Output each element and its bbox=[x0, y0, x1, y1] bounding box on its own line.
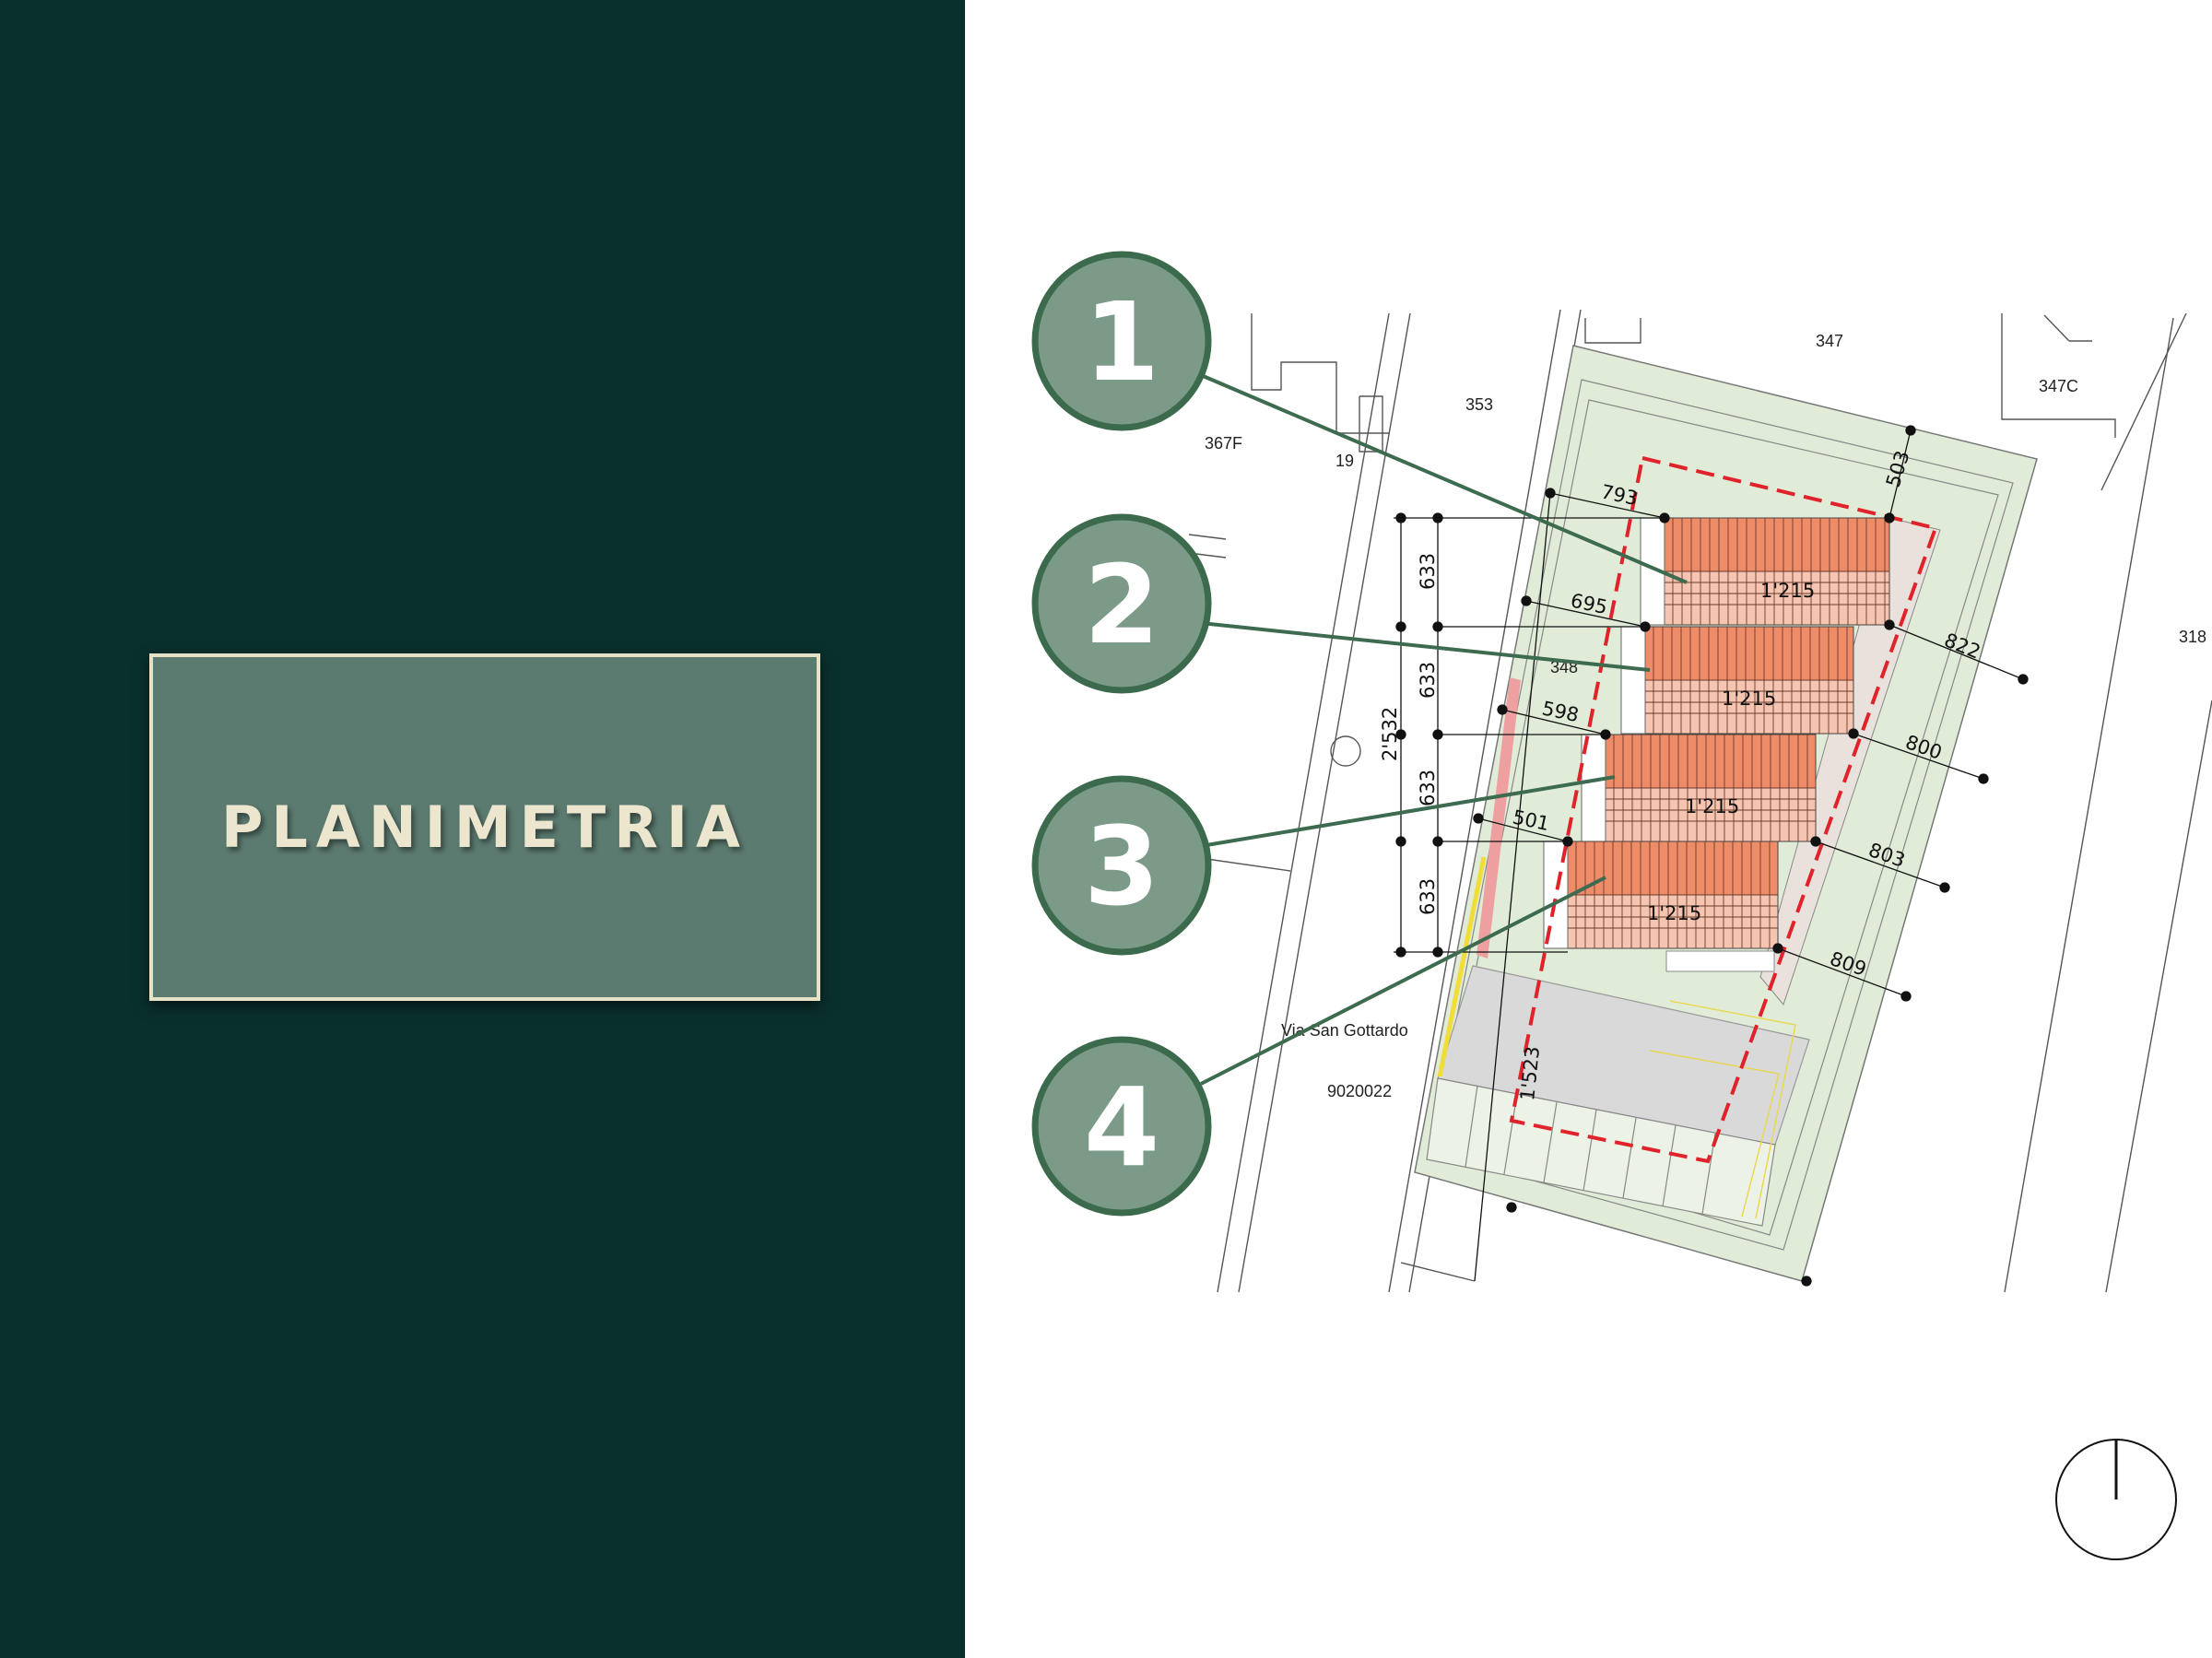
parcel-label: 318 bbox=[2179, 628, 2206, 646]
building-boundary bbox=[1509, 455, 1938, 1164]
callout-badge-2: 2 bbox=[1031, 513, 1212, 694]
width-label: 633 bbox=[1417, 553, 1439, 590]
dimension-lines bbox=[1394, 425, 2029, 1287]
house-unit-2 bbox=[1620, 626, 1854, 735]
street-label: Via San Gottardo bbox=[1281, 1021, 1408, 1040]
callout-badge-1: 1 bbox=[1031, 251, 1212, 431]
callout-number: 4 bbox=[1084, 1064, 1159, 1191]
total-width-label: 2'532 bbox=[1379, 707, 1401, 761]
width-label: 633 bbox=[1417, 878, 1439, 915]
callout-lines bbox=[1200, 373, 1688, 1086]
left-panel: PLANIMETRIA bbox=[0, 0, 965, 1658]
row-houses bbox=[1543, 517, 1890, 949]
parcel-label: 353 bbox=[1465, 395, 1493, 414]
callout-number: 2 bbox=[1084, 541, 1159, 668]
parcel-label: 367F bbox=[1205, 434, 1242, 453]
width-label: 633 bbox=[1417, 662, 1439, 699]
unit-depth-labels: 1'215 1'215 1'215 1'215 bbox=[1647, 580, 1815, 924]
parcel-label: 9020022 bbox=[1327, 1082, 1392, 1100]
house-unit-3 bbox=[1581, 734, 1817, 842]
page-title: PLANIMETRIA bbox=[220, 794, 749, 861]
unit-depth-label: 1'215 bbox=[1647, 902, 1701, 924]
house-unit-1 bbox=[1640, 517, 1890, 626]
width-label: 633 bbox=[1417, 770, 1439, 806]
parcel-label: 19 bbox=[1335, 452, 1354, 470]
unit-depth-label: 1'215 bbox=[1685, 795, 1739, 817]
title-box: PLANIMETRIA bbox=[149, 653, 820, 1001]
unit-depth-label: 1'215 bbox=[1760, 580, 1815, 602]
house-unit-4 bbox=[1543, 841, 1779, 949]
parcel-label: 347C bbox=[2039, 377, 2078, 395]
parking-area bbox=[1426, 677, 1810, 1227]
parcel-label: 347 bbox=[1816, 332, 1843, 350]
site-plan: 1'215 1'215 1'215 1'215 793 695 598 501 … bbox=[1031, 251, 2212, 1560]
callout-badge-4: 4 bbox=[1031, 1036, 1212, 1217]
unit-depth-label: 1'215 bbox=[1722, 688, 1776, 710]
callout-number: 1 bbox=[1084, 278, 1159, 406]
callout-number: 3 bbox=[1084, 803, 1159, 930]
callout-badges: 1 2 3 4 bbox=[1031, 251, 1212, 1217]
callout-badge-3: 3 bbox=[1031, 775, 1212, 956]
north-arrow-icon bbox=[2055, 1439, 2177, 1560]
